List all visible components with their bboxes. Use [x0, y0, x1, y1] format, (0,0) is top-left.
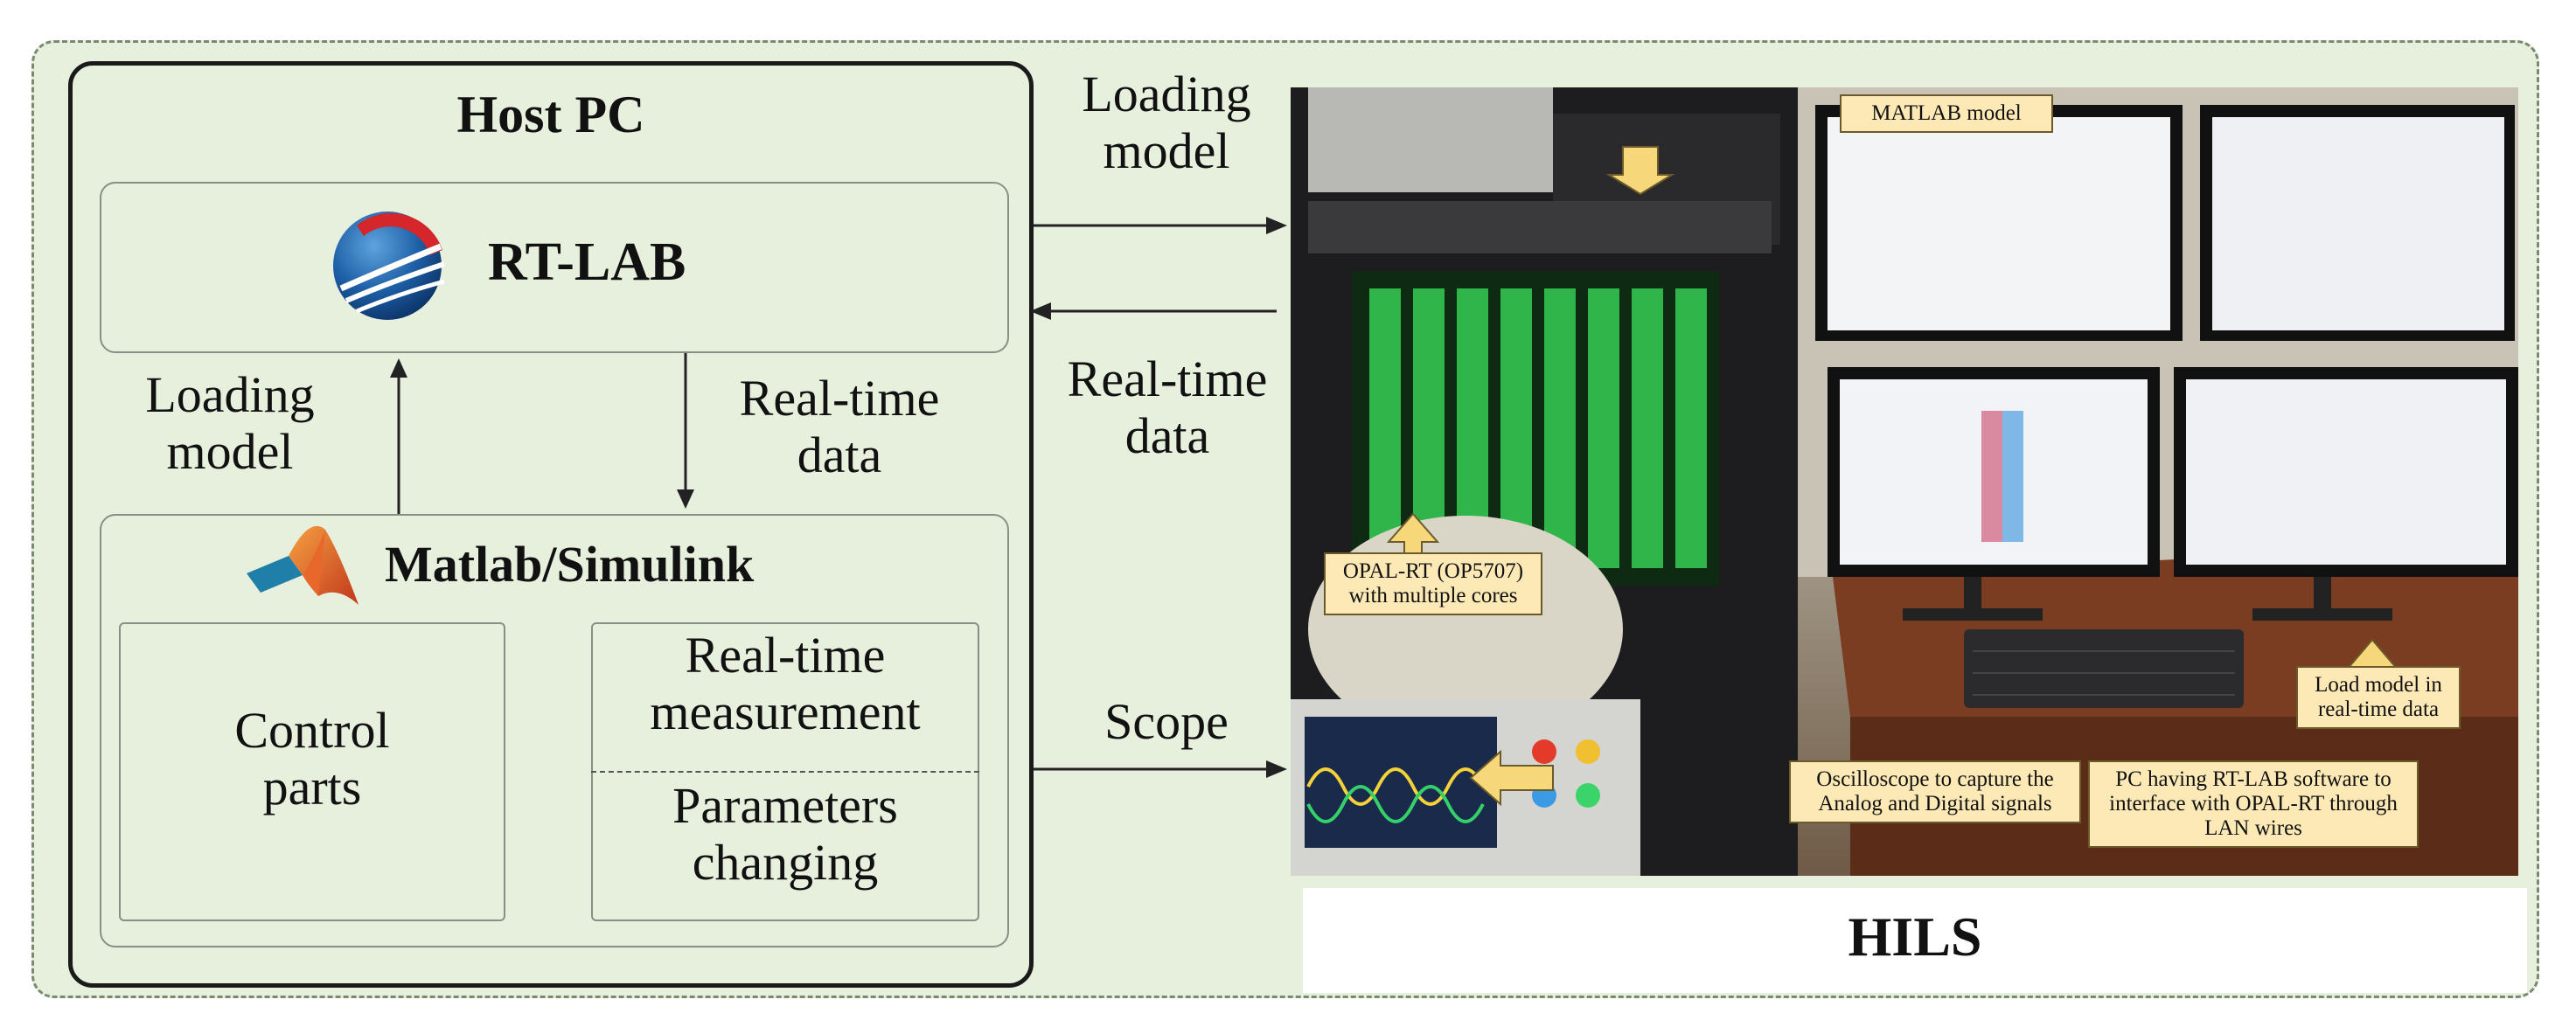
realtime-data-link-arrowhead — [1030, 302, 1051, 320]
internal-arrows — [390, 353, 694, 514]
realtime-data-arrowhead — [677, 489, 694, 509]
link-scope-label: Scope — [1104, 693, 1229, 750]
parameters-changing-label: Parameters changing — [672, 777, 898, 891]
loading-model-link-arrowhead — [1266, 217, 1287, 234]
hils-label-box — [1303, 888, 2527, 993]
measurement-divider — [591, 771, 979, 773]
callout-pc-rtlab: PC having RT-LAB software to interface w… — [2088, 760, 2419, 848]
keyboard — [1964, 629, 2244, 708]
hils-photo-illustration — [1291, 87, 2518, 876]
matlab-simulink-label: Matlab/Simulink — [385, 536, 755, 593]
external-arrows — [1030, 217, 1287, 778]
rtlab-box — [100, 182, 1009, 353]
hils-label: HILS — [1848, 906, 1982, 968]
rtlab-logo-icon — [333, 212, 445, 320]
matlab-callout-arrow-icon — [1605, 146, 1675, 196]
link-loading-model-label: Loading model — [1082, 66, 1251, 179]
callout-matlab-model: MATLAB model — [1840, 94, 2053, 133]
matlab-logo-icon — [247, 525, 359, 605]
loading-model-arrowhead — [390, 358, 407, 378]
rtlab-label: RT-LAB — [488, 232, 686, 292]
realtime-measurement-label: Real-time measurement — [650, 627, 921, 740]
hils-photo: MATLAB model OPAL-RT (OP5707) with multi… — [1291, 87, 2518, 876]
internal-realtime-data-label: Real-time data — [739, 370, 940, 483]
callout-load-model: Load model in real-time data — [2296, 666, 2461, 729]
internal-loading-model-label: Loading model — [145, 366, 315, 480]
scope-link-arrowhead — [1266, 760, 1287, 778]
scope-callout-arrow-icon — [1469, 749, 1554, 807]
callout-oscilloscope: Oscilloscope to capture the Analog and D… — [1789, 760, 2081, 823]
control-parts-label: Control parts — [234, 702, 390, 815]
control-parts-box — [119, 622, 505, 921]
callout-opal-rt: OPAL-RT (OP5707) with multiple cores — [1324, 552, 1542, 615]
link-realtime-data-label: Real-time data — [1067, 350, 1268, 464]
host-pc-title: Host PC — [456, 86, 645, 143]
